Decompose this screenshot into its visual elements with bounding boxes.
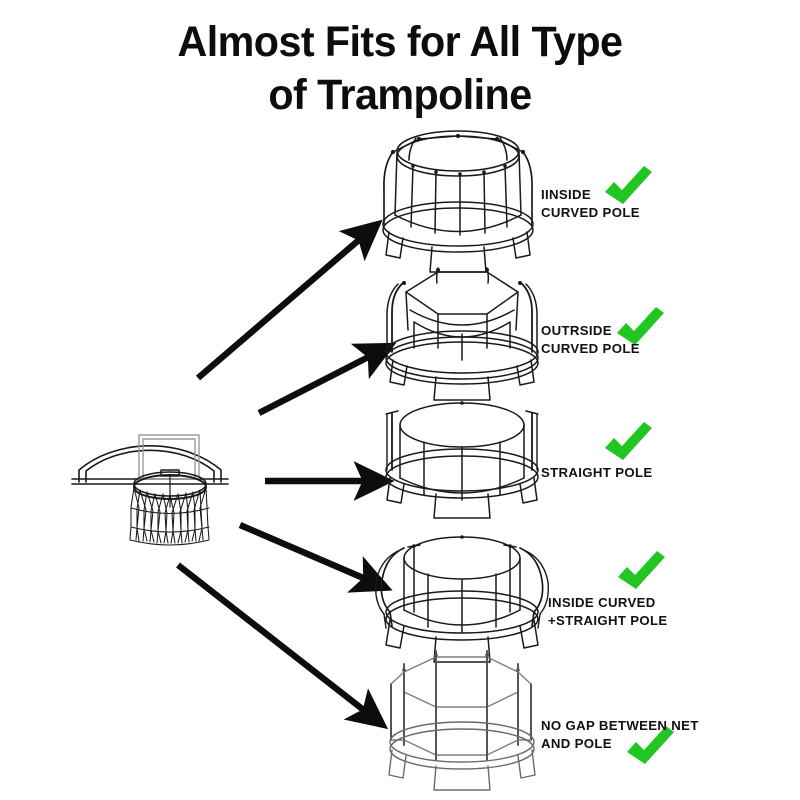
title-line-1: Almost Fits for All Type bbox=[177, 18, 623, 66]
arrow-to-no-gap-net-pole bbox=[176, 562, 389, 730]
arrow-to-inside-curved-plus-straight-pole bbox=[238, 522, 393, 593]
check-icon-no-gap-net-pole bbox=[627, 726, 674, 764]
check-icon-straight-pole bbox=[605, 422, 652, 460]
label-outside-curved-pole: OUTRSIDE CURVED POLE bbox=[541, 323, 640, 356]
check-icon-inside-curved-pole bbox=[605, 166, 652, 204]
check-icon-outside-curved-pole bbox=[617, 307, 664, 345]
title-line-2: of Trampoline bbox=[268, 71, 532, 119]
arrow-to-outside-curved-pole bbox=[257, 342, 397, 416]
label-inside-curved-pole: IINSIDE CURVED POLE bbox=[541, 187, 640, 220]
check-icon-inside-curved-plus-straight-pole bbox=[618, 551, 665, 589]
label-straight-pole: STRAIGHT POLE bbox=[541, 465, 653, 480]
label-inside-curved-plus-straight-pole: INSIDE CURVED +STRAIGHT POLE bbox=[548, 595, 668, 628]
page-title: Almost Fits for All Type of Trampoline bbox=[102, 16, 697, 122]
arrow-to-inside-curved-pole bbox=[195, 219, 383, 381]
label-no-gap-net-pole: NO GAP BETWEEN NET AND POLE bbox=[541, 718, 699, 751]
